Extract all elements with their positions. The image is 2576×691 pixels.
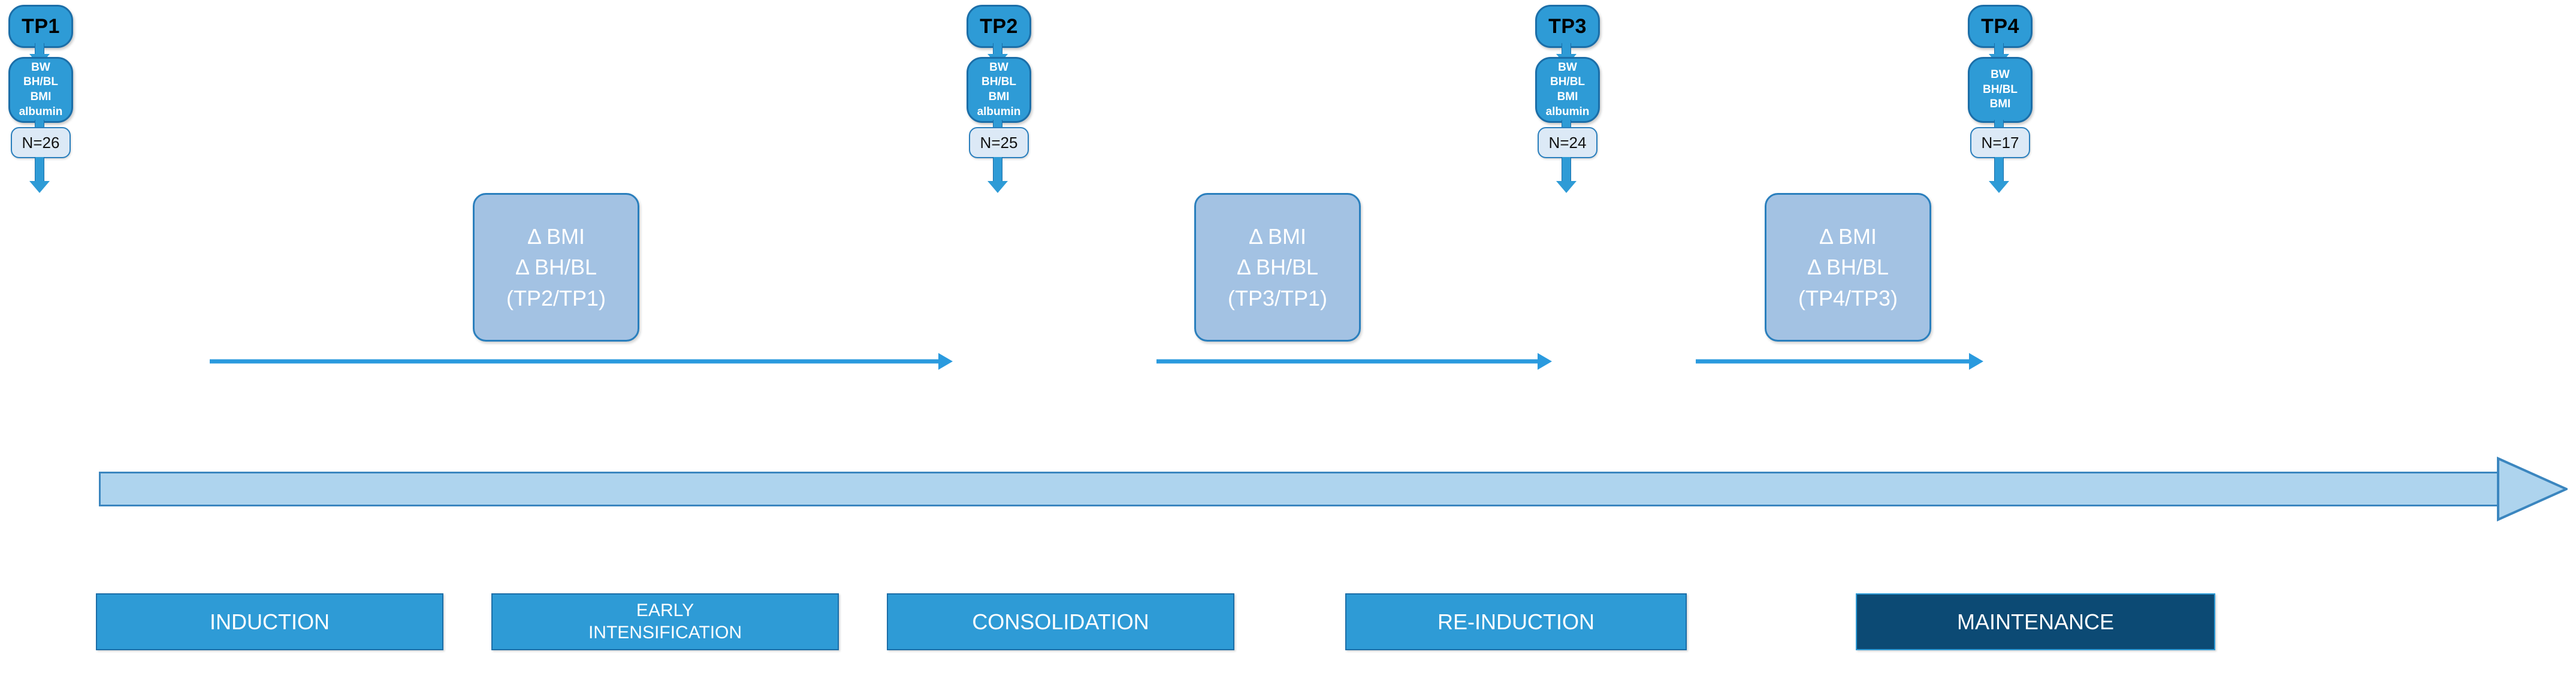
flow-arrow-tp1-tp2 [210,352,953,370]
measurement-bw: BW [1558,61,1577,74]
measurement-bh-bl: BH/BL [981,76,1017,89]
n-label: N=26 [22,133,60,152]
timepoint-label: TP1 [22,14,60,38]
measurement-bh-bl: BH/BL [1550,76,1586,89]
timeline-arrow-head [2497,456,2568,522]
delta-bh-bl-label: Δ BH/BL [1807,255,1889,280]
delta-ratio-label: (TP4/TP3) [1798,285,1898,310]
measurement-bmi: BMI [988,90,1010,103]
measurement-box-tp3: BW BH/BL BMI albumin [1535,57,1600,123]
measurement-box-tp4: BW BH/BL BMI [1968,57,2033,123]
timepoint-chip-tp1[interactable]: TP1 [8,5,73,48]
phase-chip-induction[interactable]: INDUCTION [96,593,443,650]
n-box-tp1: N=26 [11,127,71,158]
delta-bmi-label: Δ BMI [1248,224,1307,249]
connector-tp2-to-timeline [985,157,1011,193]
measurement-bmi: BMI [1989,98,2011,111]
timepoint-chip-tp3[interactable]: TP3 [1535,5,1600,48]
delta-box-tp3-tp1: Δ BMI Δ BH/BL (TP3/TP1) [1194,193,1361,342]
phase-label: MAINTENANCE [1956,609,2115,634]
timepoint-chip-tp2[interactable]: TP2 [967,5,1031,48]
flow-arrow-tp2-tp3 [1156,352,1552,370]
phase-chip-re-induction[interactable]: RE-INDUCTION [1345,593,1687,650]
timepoint-label: TP3 [1548,14,1587,38]
measurement-albumin: albumin [1545,105,1590,118]
timepoint-label: TP2 [980,14,1018,38]
measurement-box-tp1: BW BH/BL BMI albumin [8,57,73,123]
n-box-tp2: N=25 [969,127,1029,158]
measurement-albumin: albumin [19,105,63,118]
measurement-bw: BW [989,61,1008,74]
measurement-bmi: BMI [30,90,52,103]
n-box-tp4: N=17 [1970,127,2030,158]
phase-label-line-2: INTENSIFICATION [588,622,742,642]
timepoint-label: TP4 [1981,14,2019,38]
delta-bmi-label: Δ BMI [1819,224,1877,249]
phase-label-line-1: EARLY [636,600,694,620]
measurement-box-tp2: BW BH/BL BMI albumin [967,57,1031,123]
phase-chip-maintenance[interactable]: MAINTENANCE [1856,593,2215,650]
n-label: N=25 [980,133,1018,152]
measurement-bh-bl: BH/BL [1982,83,2018,96]
measurement-bmi: BMI [1557,90,1578,103]
measurement-bh-bl: BH/BL [23,76,59,89]
n-label: N=24 [1548,133,1587,152]
delta-ratio-label: (TP2/TP1) [506,285,606,310]
delta-ratio-label: (TP3/TP1) [1227,285,1328,310]
timepoint-chip-tp4[interactable]: TP4 [1968,5,2033,48]
measurement-bw: BW [1991,68,2010,81]
phase-label: RE-INDUCTION [1438,609,1594,634]
n-label: N=17 [1981,133,2019,152]
delta-bh-bl-label: Δ BH/BL [515,255,597,280]
phase-label: CONSOLIDATION [972,609,1149,634]
flow-arrow-tp3-tp4 [1696,352,1983,370]
delta-bh-bl-label: Δ BH/BL [1236,255,1319,280]
connector-tp1-to-timeline [26,157,53,193]
measurement-albumin: albumin [977,105,1021,118]
connector-tp3-to-timeline [1553,157,1580,193]
phase-chip-consolidation[interactable]: CONSOLIDATION [887,593,1234,650]
connector-tp4-to-timeline [1986,157,2012,193]
measurement-bw: BW [31,61,50,74]
timeline-arrow-body [99,472,2511,506]
n-box-tp3: N=24 [1538,127,1597,158]
delta-box-tp2-tp1: Δ BMI Δ BH/BL (TP2/TP1) [473,193,639,342]
phase-chip-early-intensification[interactable]: EARLY INTENSIFICATION [491,593,839,650]
delta-bmi-label: Δ BMI [527,224,585,249]
timeline-arrow [99,456,2568,522]
delta-box-tp4-tp3: Δ BMI Δ BH/BL (TP4/TP3) [1765,193,1931,342]
phase-label: INDUCTION [210,609,330,634]
